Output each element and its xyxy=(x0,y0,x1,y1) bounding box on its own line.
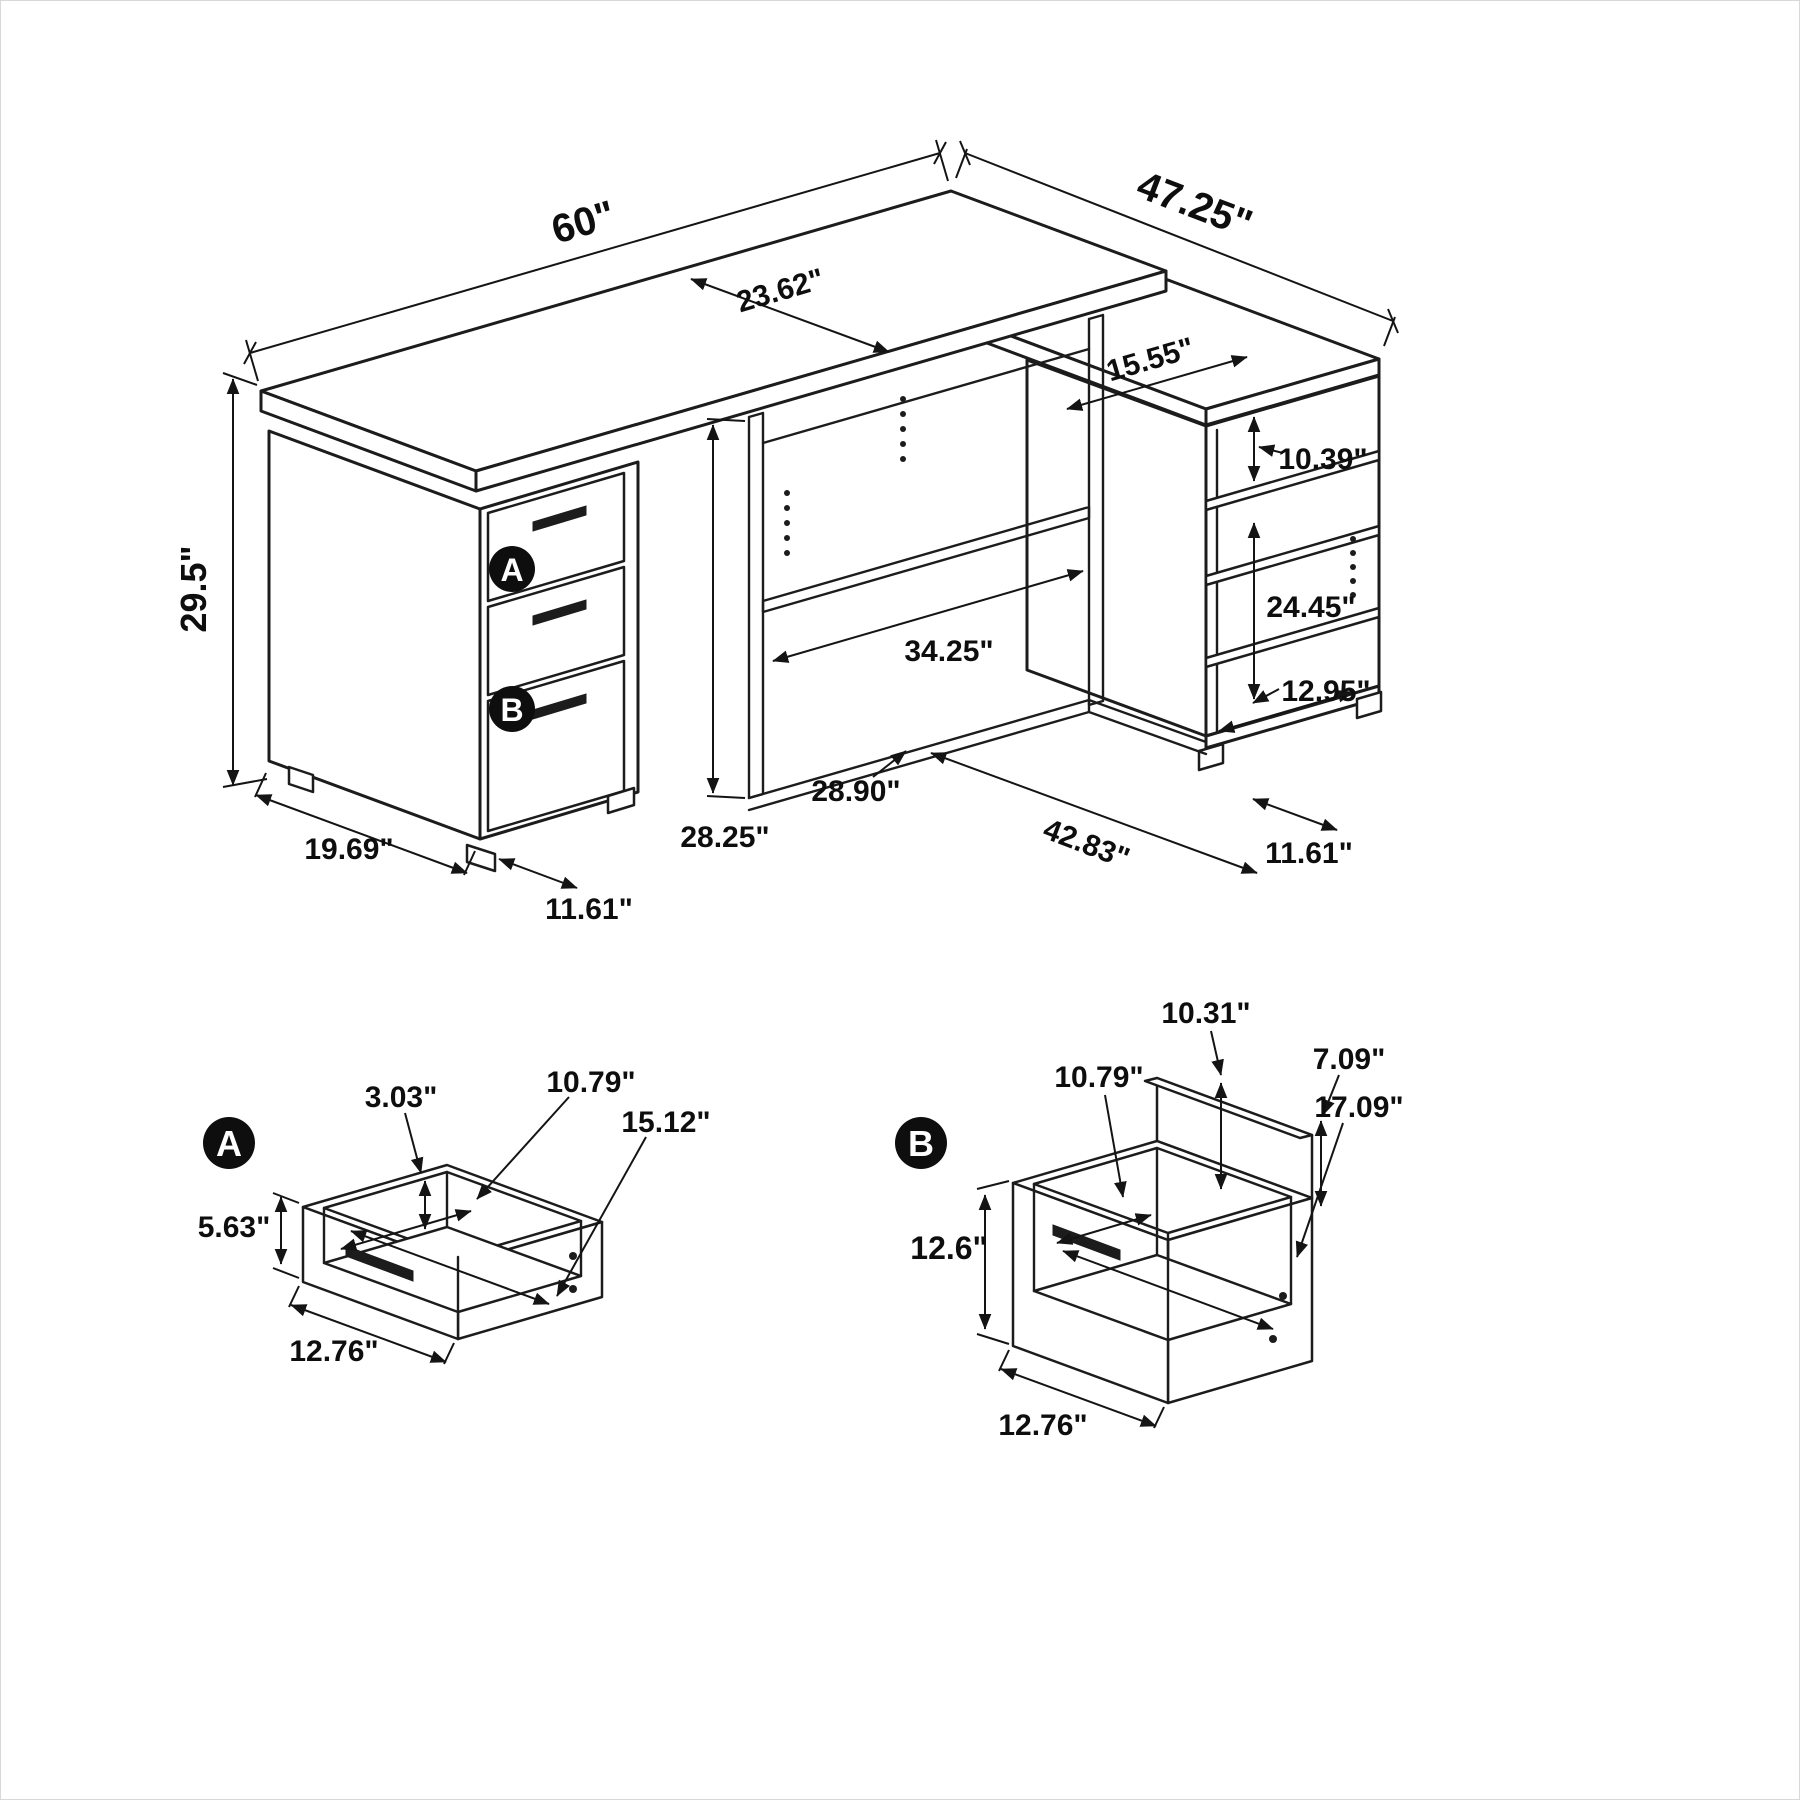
pedestal-foot-front-right xyxy=(606,786,636,815)
a-screw-hole-2 xyxy=(569,1285,577,1293)
shelf-unit-left-panel xyxy=(1025,358,1208,738)
dim-left-foot-depth: 11.61" xyxy=(498,858,633,926)
detail-b-drawer xyxy=(1011,1076,1314,1405)
dim-a-front-height: 5.63" xyxy=(198,1192,300,1279)
dim-a-inner-width: 15.12" xyxy=(350,1106,711,1305)
dim-pedestal-depth-label: 19.69" xyxy=(304,833,393,866)
dim-a-rim-depth-label: 3.03" xyxy=(365,1081,438,1114)
detail-b-callout: B xyxy=(895,1117,947,1169)
dim-desk-height: 29.5" xyxy=(173,372,268,788)
a-inner-corners xyxy=(322,1170,583,1314)
detail-b-view: B 10.31" 7.09" 10.79" xyxy=(895,997,1404,1442)
middle-open-compartment xyxy=(747,313,1208,812)
callout-a-letter: A xyxy=(500,552,523,588)
dim-b-back-panel-height-label: 10.31" xyxy=(1161,997,1250,1030)
detail-a-circle xyxy=(203,1117,255,1169)
dim-shelf-opening-height-label: 24.45" xyxy=(1266,591,1355,624)
desk-callout-b: B xyxy=(489,686,535,732)
dim-a-rim-depth: 3.03" xyxy=(365,1081,438,1230)
detail-a-letter: A xyxy=(216,1123,242,1164)
compartment-bottom-rail xyxy=(747,698,1091,812)
dim-a-front-width: 12.76" xyxy=(288,1285,455,1368)
dim-shelf-gap-label: 10.39" xyxy=(1278,443,1367,476)
b-screw-hole-2 xyxy=(1269,1335,1277,1343)
dim-desk-width-label: 60" xyxy=(547,193,620,253)
dim-b-inner-width: 17.09" xyxy=(1062,1091,1404,1330)
dim-b-front-height-label: 12.6" xyxy=(910,1230,987,1266)
compartment-middle-shelf xyxy=(761,505,1091,614)
dim-a-front-width-label: 12.76" xyxy=(289,1335,378,1368)
dim-a-inner-depth: 10.79" xyxy=(340,1066,636,1251)
dim-b-rail-height-label: 7.09" xyxy=(1313,1043,1386,1076)
dim-knee-space-height: 28.25" xyxy=(680,418,770,854)
dim-b-inner-depth: 10.79" xyxy=(1054,1061,1152,1245)
dim-right-foot-depth: 11.61" xyxy=(1252,798,1353,870)
bottom-rail-extension xyxy=(1087,698,1208,756)
dim-knee-space-height-label: 28.25" xyxy=(680,821,769,854)
dim-compartment-width: 34.25" xyxy=(772,569,1084,668)
detail-b-letter: B xyxy=(908,1123,934,1164)
a-screw-hole-1 xyxy=(569,1252,577,1260)
desk-callout-a: A xyxy=(489,546,535,592)
dim-return-length-label: 47.25" xyxy=(1131,163,1258,247)
dim-left-foot-depth-label: 11.61" xyxy=(545,893,633,926)
dim-return-bottom-length: 42.83" xyxy=(930,752,1258,875)
callout-a-circle xyxy=(489,546,535,592)
dim-compartment-width-label: 34.25" xyxy=(904,635,993,668)
dim-stretcher-length: 28.90" xyxy=(811,750,907,808)
dim-b-inner-depth-label: 10.79" xyxy=(1054,1061,1143,1094)
dim-bottom-shelf-depth-label: 12.95" xyxy=(1281,675,1370,708)
detail-a-view: A 3.03" 10.79" 15.12" xyxy=(198,1066,711,1368)
b-back-panel-top-band xyxy=(1143,1076,1314,1140)
compartment-left-panel xyxy=(747,411,765,800)
dim-shelf-gap: 10.39" xyxy=(1247,416,1368,482)
pedestal-foot-back xyxy=(287,765,315,794)
detail-b-circle xyxy=(895,1117,947,1169)
desktop-front-edge xyxy=(474,269,1168,493)
dim-a-front-height-label: 5.63" xyxy=(198,1211,271,1244)
shelf-pin-holes-left xyxy=(784,396,906,556)
dim-stretcher-length-label: 28.90" xyxy=(811,775,900,808)
b-inner-corners xyxy=(1032,1146,1293,1342)
drawer-pedestal xyxy=(267,429,640,873)
dim-desk-height-label: 29.5" xyxy=(173,545,214,632)
callout-b-circle xyxy=(489,686,535,732)
shelf-unit-foot-left xyxy=(1197,742,1225,772)
b-screw-hole-1 xyxy=(1279,1292,1287,1300)
dim-pedestal-depth: 19.69" xyxy=(254,772,476,876)
dim-b-front-height: 12.6" xyxy=(910,1180,1010,1345)
shelf-top xyxy=(1204,449,1381,512)
dim-shelf-opening-height: 24.45" xyxy=(1247,522,1356,700)
shelf-unit-foot-right xyxy=(1355,690,1383,720)
detail-a-drawer xyxy=(301,1163,604,1341)
dim-b-front-width: 12.76" xyxy=(998,1349,1165,1442)
callout-b-letter: B xyxy=(500,692,523,728)
dim-b-back-panel-height: 10.31" xyxy=(1161,997,1251,1190)
shelf-pin-holes-right xyxy=(1350,536,1356,598)
drawer-handle-middle xyxy=(532,599,587,626)
dim-b-inner-width-label: 17.09" xyxy=(1314,1091,1403,1124)
dim-right-foot-depth-label: 11.61" xyxy=(1265,837,1353,870)
main-desk-view: A B 60" 47.25" 23.62" 15.55" xyxy=(173,139,1399,926)
dim-a-inner-depth-label: 10.79" xyxy=(546,1066,635,1099)
dim-b-rail-height: 7.09" xyxy=(1313,1043,1386,1207)
dim-a-inner-width-label: 15.12" xyxy=(621,1106,710,1139)
detail-a-callout: A xyxy=(203,1117,255,1169)
dim-bottom-shelf-depth: 12.95" xyxy=(1218,675,1371,733)
drawer-front-middle xyxy=(486,565,626,697)
drawer-handle-top xyxy=(532,505,587,532)
dim-b-front-width-label: 12.76" xyxy=(998,1409,1087,1442)
compartment-top-rail xyxy=(761,347,1091,445)
